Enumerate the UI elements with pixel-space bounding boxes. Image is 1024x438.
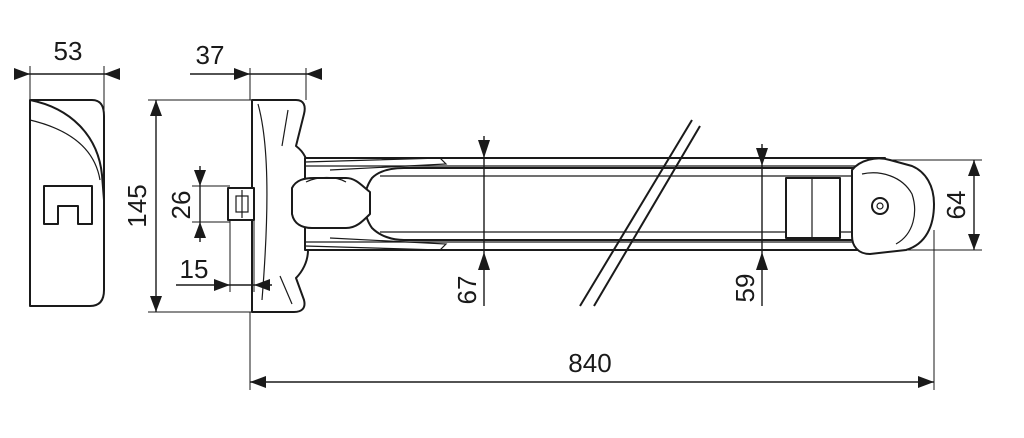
dim-spindle-height: 26: [166, 166, 230, 242]
dim-bar-height-right: 59: [730, 144, 768, 306]
dim-spindle-offset: 15: [176, 220, 272, 292]
mounting-plate: [251, 99, 309, 313]
dim-plate-height: 145: [122, 99, 252, 313]
dim-label-plate-height: 145: [122, 184, 152, 227]
push-bar-assembly: [291, 119, 935, 307]
dim-label-bar-height-right: 59: [730, 274, 760, 303]
dim-label-cap-width: 53: [54, 36, 83, 66]
dim-plate-depth: 37: [190, 40, 322, 100]
dim-label-plate-depth: 37: [196, 40, 225, 70]
dim-label-spindle-height: 26: [166, 191, 196, 220]
end-cap-side-view: [29, 99, 105, 307]
spindle: [227, 187, 255, 221]
dim-label-end-height: 64: [941, 191, 971, 220]
cap-slot: [43, 185, 93, 225]
dim-end-height: 64: [890, 159, 982, 251]
dim-bar-height-left: 67: [452, 136, 490, 306]
dim-overall-length: 840: [249, 230, 935, 390]
dim-label-overall-length: 840: [568, 348, 611, 378]
dim-cap-width: 53: [14, 36, 120, 116]
dim-label-spindle-offset: 15: [180, 254, 209, 284]
dim-label-bar-height-left: 67: [452, 276, 482, 305]
